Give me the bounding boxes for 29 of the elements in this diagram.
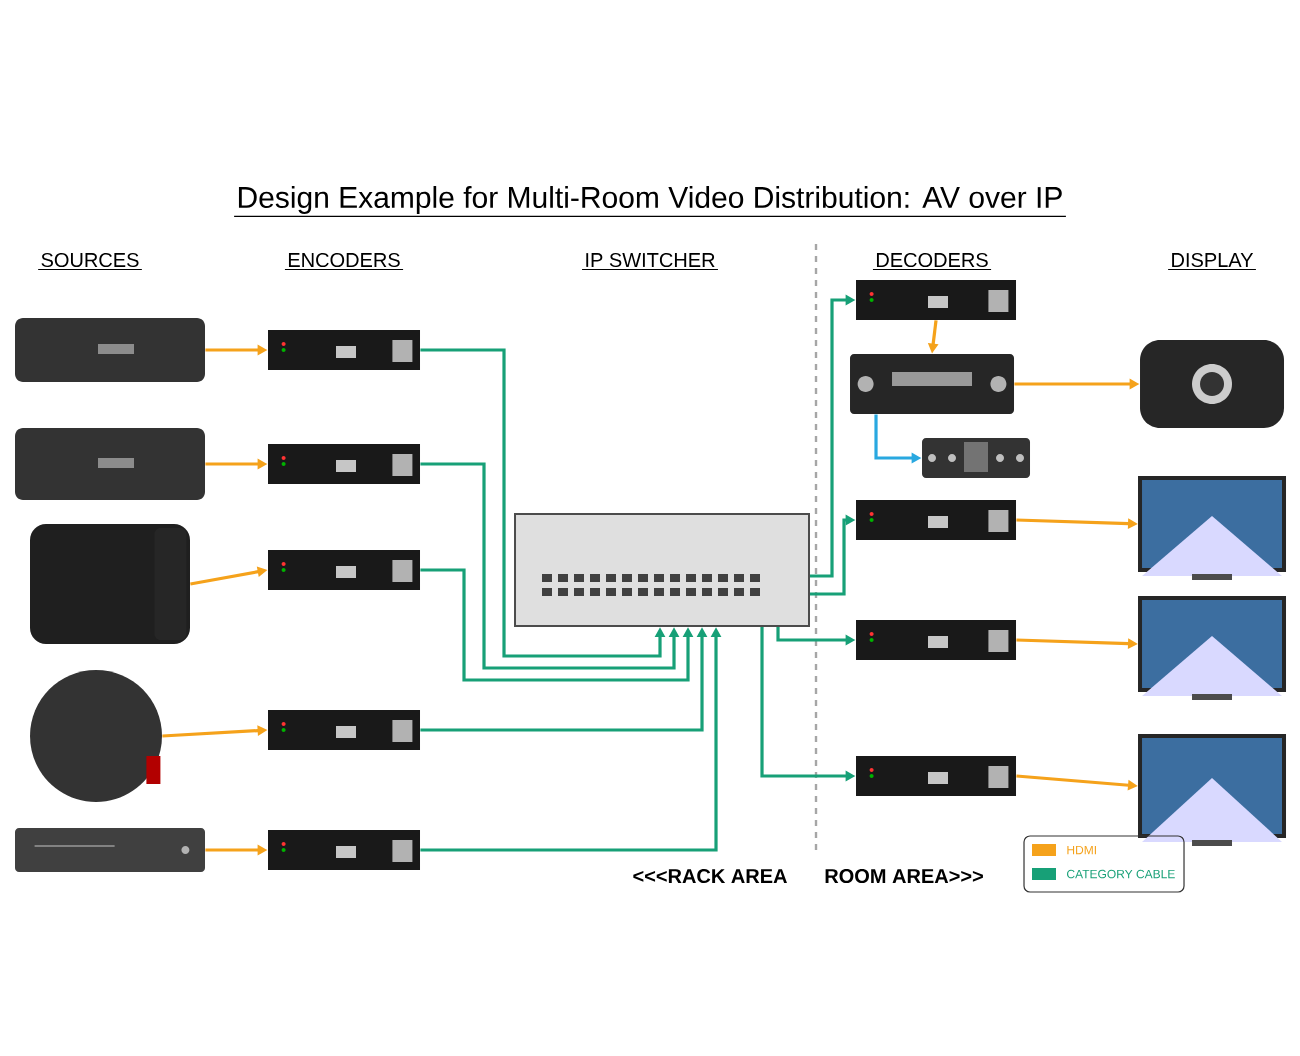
- column-heading: SOURCES: [37, 252, 143, 270]
- column-heading: DECODERS: [872, 252, 992, 270]
- set-top-box-drawing: [15, 428, 205, 500]
- projector-drawing: [1140, 340, 1284, 428]
- column-heading: DISPLAY: [1167, 252, 1257, 270]
- media-player-drawing: [30, 524, 190, 644]
- column-heading: ENCODERS: [284, 252, 404, 270]
- disc-player-drawing: [15, 828, 205, 872]
- streaming-stick-drawing: [30, 670, 162, 802]
- encoder-drawing: [268, 444, 420, 484]
- decoder-drawing: [856, 500, 1016, 540]
- area-label: <<<RACK AREA: [633, 868, 787, 884]
- encoder-drawing: [268, 830, 420, 870]
- column-heading: IP SWITCHER: [581, 252, 719, 270]
- speaker-set-drawing: [922, 438, 1030, 478]
- av-receiver-drawing: [850, 354, 1014, 414]
- tv-screen-drawing: [1138, 596, 1286, 700]
- encoder-drawing: [268, 710, 420, 750]
- network-switch-drawing: [514, 513, 810, 627]
- encoder-drawing: [268, 330, 420, 370]
- decoder-drawing: [856, 620, 1016, 660]
- area-label: ROOM AREA>>>: [825, 868, 983, 884]
- encoder-drawing: [268, 550, 420, 590]
- tv-screen-drawing: [1138, 476, 1286, 580]
- decoder-drawing: [856, 280, 1016, 320]
- tv-screen-drawing: [1138, 734, 1286, 846]
- decoder-drawing: [856, 756, 1016, 796]
- set-top-box-drawing: [15, 318, 205, 382]
- title: Design Example for Multi-Room Video Distribution: AV over IP: [233, 186, 1067, 217]
